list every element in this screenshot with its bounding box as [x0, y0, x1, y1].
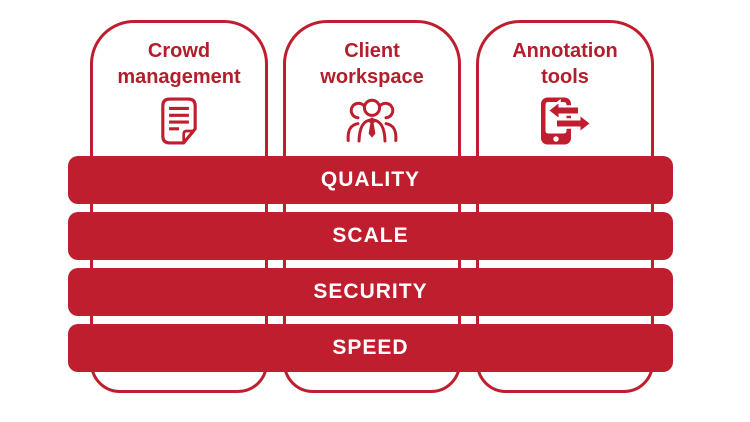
bar-quality: QUALITY [68, 156, 673, 204]
bar-scale: SCALE [68, 212, 673, 260]
bar-security: SECURITY [68, 268, 673, 316]
card-title-line: workspace [320, 66, 424, 88]
card-title-line: Crowd [147, 40, 211, 62]
card-title-line: Client [344, 40, 400, 62]
card-title-line: management [117, 66, 241, 88]
team-icon [286, 97, 458, 145]
device-transfer-icon [479, 97, 651, 145]
card-title-line: tools [541, 66, 589, 88]
card-title-crowd-management: Crowd management [93, 38, 265, 90]
document-icon [93, 97, 265, 145]
bar-label: SECURITY [313, 280, 428, 303]
bar-speed: SPEED [68, 324, 673, 372]
bar-label: SCALE [332, 224, 409, 247]
bar-label: SPEED [332, 336, 409, 359]
bar-label: QUALITY [320, 168, 421, 191]
card-title-client-workspace: Client workspace [286, 38, 458, 90]
card-title-annotation-tools: Annotation tools [479, 38, 651, 90]
card-title-line: Annotation [512, 40, 618, 62]
